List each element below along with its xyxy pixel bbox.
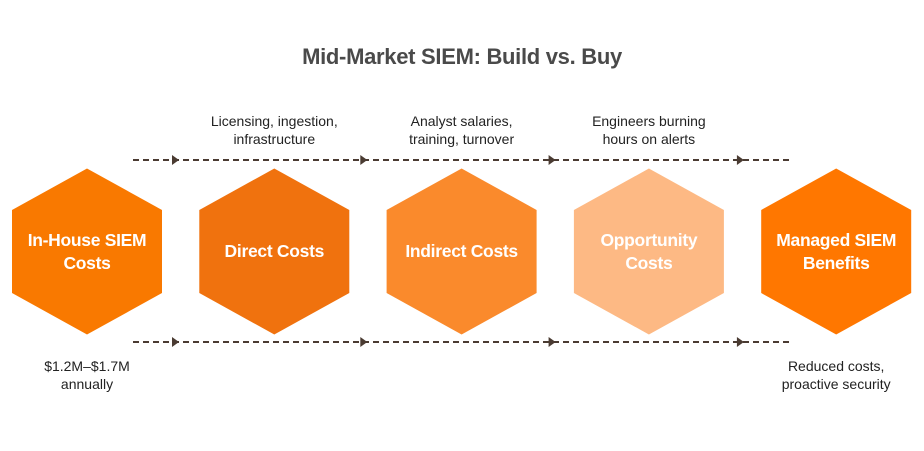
step-note-line: hours on alerts — [602, 131, 696, 147]
step-note-line: Reduced costs, — [787, 358, 885, 374]
step-note-line: infrastructure — [233, 131, 316, 147]
step-label-line: Opportunity — [600, 229, 698, 250]
step-label-line: Costs — [625, 252, 673, 273]
step-label: Indirect Costs — [387, 240, 537, 263]
diagram-title: Mid-Market SIEM: Build vs. Buy — [302, 44, 622, 69]
step-note: Analyst salaries, training, turnover — [372, 112, 552, 148]
step-note: Engineers burning hours on alerts — [559, 112, 739, 148]
step-label: Direct Costs — [199, 240, 349, 263]
step-label-line: In-House SIEM — [27, 229, 147, 250]
step-note-line: annually — [60, 376, 114, 392]
step-note-line: proactive security — [781, 376, 891, 392]
step-note: Reduced costs, proactive security — [746, 357, 924, 393]
step-label-line: Managed SIEM — [776, 229, 897, 250]
step-label-line: Direct Costs — [224, 241, 325, 261]
arrow-head-icon — [360, 155, 368, 165]
step-note: $1.2M–$1.7M annually — [0, 357, 177, 393]
step-note: Licensing, ingestion, infrastructure — [184, 112, 364, 148]
arrow-head-icon — [736, 337, 744, 347]
step-note-line: Analyst salaries, — [410, 113, 513, 129]
hexagon-step-5 — [761, 168, 912, 335]
step-label-line: Indirect Costs — [405, 241, 518, 261]
step-note-line: $1.2M–$1.7M — [44, 358, 130, 374]
arrow-head-icon — [172, 337, 179, 347]
step-label-line: Benefits — [802, 252, 870, 273]
step-note-line: Licensing, ingestion, — [210, 113, 338, 129]
hexagon-step-2 — [199, 168, 350, 335]
arrow-head-icon — [736, 155, 744, 165]
arrow-head-icon — [548, 155, 556, 165]
step-note-line: training, turnover — [409, 131, 515, 147]
step-note-line: Engineers burning — [592, 113, 706, 129]
hexagon-step-1 — [12, 168, 162, 335]
arrow-head-icon — [360, 337, 368, 347]
step-label-line: Costs — [63, 252, 111, 273]
arrow-head-icon — [172, 155, 179, 165]
hexagon-step-4 — [573, 168, 724, 335]
arrow-head-icon — [548, 337, 556, 347]
hexagon-step-3 — [386, 168, 537, 335]
